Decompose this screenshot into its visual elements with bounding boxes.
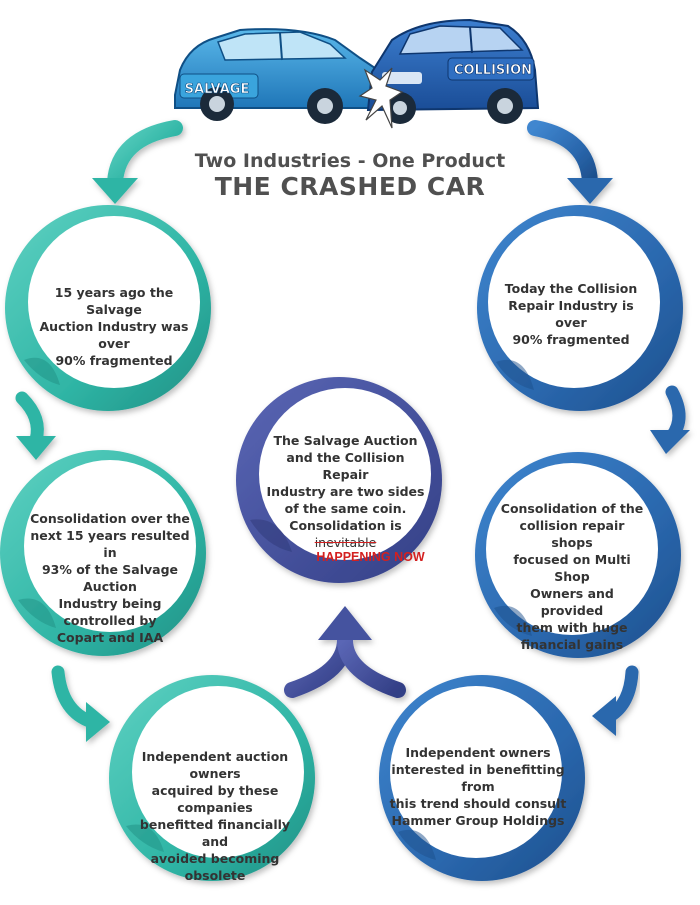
right-1-text: Today the Collision Repair Industry is o… [504, 281, 638, 347]
crashed-cars-illustration: SALVAGE COLLISION [174, 18, 540, 129]
left-3-text: Independent auction owners acquired by t… [139, 749, 291, 883]
salvage-car: SALVAGE [174, 28, 382, 124]
center-prefix: Consolidation is [289, 518, 402, 533]
collision-car: COLLISION [366, 18, 540, 124]
arrow-right-1-to-2 [650, 385, 690, 454]
circle-left-1 [5, 205, 211, 411]
crash-burst-icon [358, 67, 404, 129]
arrow-left-1-to-2 [15, 391, 56, 460]
circle-left-3 [109, 675, 315, 881]
left-1-text: 15 years ago the Salvage Auction Industr… [39, 285, 189, 368]
arrow-top-right [527, 120, 613, 204]
left-2-text: Consolidation over the next 15 years res… [30, 511, 190, 645]
happening-now-label: HAPPENING NOW [316, 550, 425, 564]
arrow-top-left [92, 120, 183, 204]
circle-center [236, 377, 442, 583]
circle-right-1 [477, 205, 683, 411]
right-2-text: Consolidation of the collision repair sh… [500, 501, 644, 652]
right-3-text: Independent owners interested in benefit… [389, 745, 567, 828]
circle-left-2 [0, 450, 206, 656]
center-text: The Salvage Auction and the Collision Re… [263, 432, 428, 566]
collision-car-label: COLLISION [454, 63, 532, 78]
arrow-right-2-to-3 [592, 665, 639, 736]
struck-word: inevitable [314, 535, 377, 550]
circle-right-3 [379, 675, 585, 881]
header-title: THE CRASHED CAR [214, 172, 486, 201]
arrow-left-2-to-3 [51, 665, 110, 742]
merge-arrow [284, 606, 406, 698]
header-subtitle: Two Industries - One Product [194, 150, 506, 172]
salvage-car-label: SALVAGE [185, 82, 250, 97]
circle-right-2 [475, 452, 681, 658]
